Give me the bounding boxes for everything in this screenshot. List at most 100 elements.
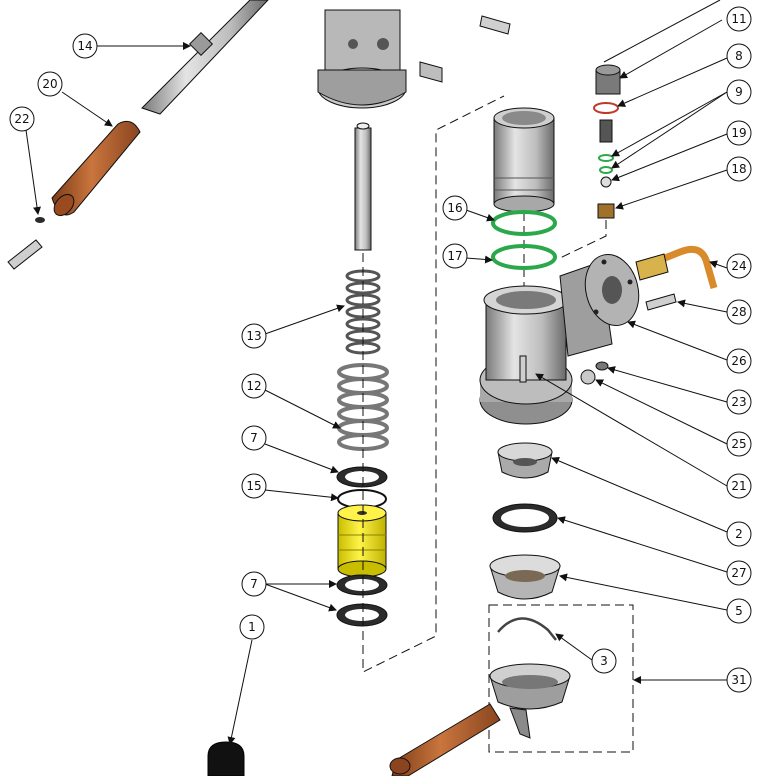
callout-circle [726, 253, 752, 279]
cylinder-sleeve [493, 107, 555, 213]
valve-stack [593, 64, 621, 219]
callout-c24: 24 [726, 253, 752, 279]
callout-c14: 14 [72, 33, 98, 59]
callout-circle [726, 348, 752, 374]
callout-c8: 8 [726, 43, 752, 69]
callout-circle [37, 71, 63, 97]
callout-c25: 25 [726, 431, 752, 457]
side-flange-part-26 [559, 254, 640, 357]
callout-circle [726, 521, 752, 547]
callout-c27: 27 [726, 560, 752, 586]
callout-label: 31 [731, 673, 746, 687]
callout-label: 15 [246, 479, 261, 493]
callout-circle [726, 43, 752, 69]
shower-screen-part-2 [497, 442, 553, 479]
callout-c16: 16 [442, 195, 468, 221]
callout-circle [726, 667, 752, 693]
callout-bubbles: 1420221312715711617118919182428262325212… [9, 6, 752, 693]
callout-label: 3 [600, 654, 608, 668]
callout-c26: 26 [726, 348, 752, 374]
callout-label: 12 [246, 379, 261, 393]
callout-c1: 1 [239, 614, 265, 640]
callout-label: 13 [246, 329, 261, 343]
callout-c23: 23 [726, 389, 752, 415]
callout-label: 8 [735, 49, 743, 63]
callout-label: 21 [731, 479, 746, 493]
callout-circle [726, 79, 752, 105]
callout-circle [241, 373, 267, 399]
callout-label: 25 [731, 437, 746, 451]
callout-circle [591, 648, 617, 674]
gasket-part-27 [492, 503, 558, 533]
callout-circle [726, 473, 752, 499]
callout-circle [726, 6, 752, 32]
callout-label: 26 [731, 354, 746, 368]
callout-c5: 5 [726, 598, 752, 624]
callout-circle [726, 389, 752, 415]
callout-label: 24 [731, 259, 746, 273]
piston-shaft [354, 122, 372, 251]
callout-label: 28 [731, 305, 746, 319]
o-ring-part-16 [491, 210, 557, 236]
callout-circle [726, 156, 752, 182]
callout-c28: 28 [726, 299, 752, 325]
callout-c7b: 7 [241, 571, 267, 597]
callout-c18: 18 [726, 156, 752, 182]
callout-label: 1 [248, 620, 256, 634]
callouts [25, 0, 728, 745]
callout-circle [442, 243, 468, 269]
callout-circle [241, 473, 267, 499]
callout-circle [241, 571, 267, 597]
callout-label: 20 [42, 77, 57, 91]
callout-circle [726, 299, 752, 325]
callout-label: 17 [447, 249, 462, 263]
callout-label: 11 [731, 12, 746, 26]
callout-circle [241, 323, 267, 349]
callout-circle [241, 425, 267, 451]
callout-label: 9 [735, 85, 743, 99]
o-ring-part-17 [491, 244, 557, 270]
callout-c13: 13 [241, 323, 267, 349]
pin-part-28 [645, 293, 677, 311]
callout-label: 19 [731, 126, 746, 140]
callout-label: 7 [250, 431, 258, 445]
callout-circle [726, 598, 752, 624]
seal-part-7-top [336, 466, 388, 488]
copper-pipe-part-24 [635, 245, 718, 289]
callout-c7a: 7 [241, 425, 267, 451]
callout-c2: 2 [726, 521, 752, 547]
callout-c22: 22 [9, 106, 35, 132]
callout-label: 7 [250, 577, 258, 591]
screw-parts-23-25 [580, 361, 609, 385]
callout-c3: 3 [591, 648, 617, 674]
callout-circle [726, 560, 752, 586]
callout-circle [726, 431, 752, 457]
group-head-top [317, 9, 511, 109]
callout-circle [239, 614, 265, 640]
callout-c17: 17 [442, 243, 468, 269]
callout-c21: 21 [726, 473, 752, 499]
lever-arm-part-14 [141, 0, 269, 115]
seal-part-7-bottom-2 [336, 603, 388, 627]
callout-label: 14 [77, 39, 92, 53]
callout-label: 2 [735, 527, 743, 541]
callout-c19: 19 [726, 120, 752, 146]
callout-c11: 11 [726, 6, 752, 32]
filter-basket-part-5 [489, 554, 561, 600]
spring-clip-part-3 [497, 617, 557, 641]
callout-label: 5 [735, 604, 743, 618]
callout-c12: 12 [241, 373, 267, 399]
portafilter-part-31 [389, 663, 571, 776]
wooden-handle-part-20 [51, 120, 141, 217]
callout-circle [72, 33, 98, 59]
callout-label: 23 [731, 395, 746, 409]
group-body [479, 285, 573, 425]
knob-part-1 [207, 741, 245, 776]
callout-label: 16 [447, 201, 462, 215]
piston-yellow [337, 504, 387, 578]
callout-c31: 31 [726, 667, 752, 693]
callout-label: 18 [731, 162, 746, 176]
callout-c15: 15 [241, 473, 267, 499]
callout-c9: 9 [726, 79, 752, 105]
